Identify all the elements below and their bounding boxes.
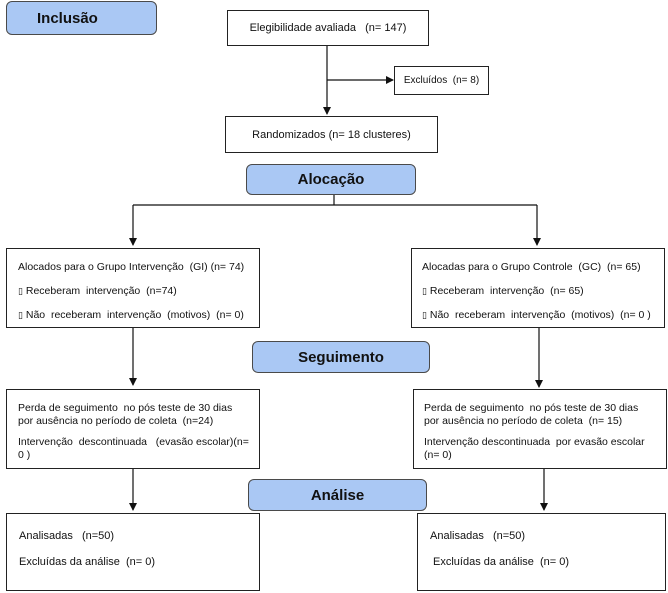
- gc-received-row: ▯ Receberam intervenção (n= 65): [422, 285, 584, 299]
- stage-analysis-label: Análise: [310, 486, 365, 504]
- checkbox-glyph-icon: ▯: [422, 287, 427, 297]
- excluded-text: Excluídos (n= 8): [403, 75, 480, 86]
- gc-analysis-box: Analisadas (n=50) Excluídas da análise (…: [417, 513, 666, 591]
- gc-allocation-box: Alocadas para o Grupo Controle (GC) (n= …: [411, 248, 665, 328]
- gc-loss-line2: por ausência no período de coleta (n= 15…: [424, 415, 623, 427]
- gc-received-text: Receberam intervenção (n= 65): [429, 285, 584, 297]
- stage-analysis: Análise: [248, 479, 427, 511]
- stage-allocation: Alocação: [246, 164, 416, 195]
- stage-followup-label: Seguimento: [298, 348, 384, 366]
- eligibility-box: Elegibilidade avaliada (n= 147): [227, 10, 429, 46]
- gc-allocated-text: Alocadas para o Grupo Controle (GC) (n= …: [422, 261, 641, 273]
- checkbox-glyph-icon: ▯: [422, 311, 427, 321]
- stage-inclusion: Inclusão: [6, 1, 157, 35]
- stage-inclusion-label: Inclusão: [37, 9, 98, 27]
- gi-allocated-text: Alocados para o Grupo Intervenção (GI) (…: [18, 261, 245, 273]
- gc-not-received-row: ▯ Não receberam intervenção (motivos) (n…: [422, 309, 651, 323]
- stage-allocation-label: Alocação: [297, 171, 365, 188]
- eligibility-text: Elegibilidade avaliada (n= 147): [249, 22, 407, 34]
- gi-received-text: Receberam intervenção (n=74): [25, 285, 177, 297]
- gc-discontinued-line1: Intervenção descontinuada por evasão esc…: [424, 436, 645, 448]
- gi-loss-line1: Perda de seguimento no pós teste de 30 d…: [18, 402, 233, 414]
- gi-allocation-box: Alocados para o Grupo Intervenção (GI) (…: [6, 248, 260, 328]
- gi-not-received-text: Não receberam intervenção (motivos) (n= …: [25, 309, 244, 321]
- gi-loss-line2: por ausência no período de coleta (n=24): [18, 415, 214, 427]
- gi-received-row: ▯ Receberam intervenção (n=74): [18, 285, 177, 299]
- randomized-text: Randomizados (n= 18 clusteres): [252, 128, 411, 141]
- gc-discontinued-line2: (n= 0): [424, 449, 452, 461]
- gi-analysed-text: Analisadas (n=50): [19, 530, 115, 542]
- gc-followup-box: Perda de seguimento no pós teste de 30 d…: [413, 389, 667, 469]
- excluded-box: Excluídos (n= 8): [394, 66, 489, 95]
- gi-discontinued-line1: Intervenção descontinuada (evasão escola…: [18, 436, 249, 448]
- gc-not-received-text: Não receberam intervenção (motivos) (n= …: [429, 309, 651, 321]
- gi-excluded-analysis-text: Excluídas da análise (n= 0): [19, 556, 156, 568]
- gc-analysed-text: Analisadas (n=50): [430, 530, 526, 542]
- checkbox-glyph-icon: ▯: [18, 311, 23, 321]
- randomized-box: Randomizados (n= 18 clusteres): [225, 116, 438, 153]
- checkbox-glyph-icon: ▯: [18, 287, 23, 297]
- gi-discontinued-line2: 0 ): [18, 449, 31, 461]
- gi-analysis-box: Analisadas (n=50) Excluídas da análise (…: [6, 513, 260, 591]
- gi-not-received-row: ▯ Não receberam intervenção (motivos) (n…: [18, 309, 244, 323]
- gi-followup-box: Perda de seguimento no pós teste de 30 d…: [6, 389, 260, 469]
- stage-followup: Seguimento: [252, 341, 430, 373]
- gc-loss-line1: Perda de seguimento no pós teste de 30 d…: [424, 402, 639, 414]
- gc-excluded-analysis-text: Excluídas da análise (n= 0): [433, 556, 570, 568]
